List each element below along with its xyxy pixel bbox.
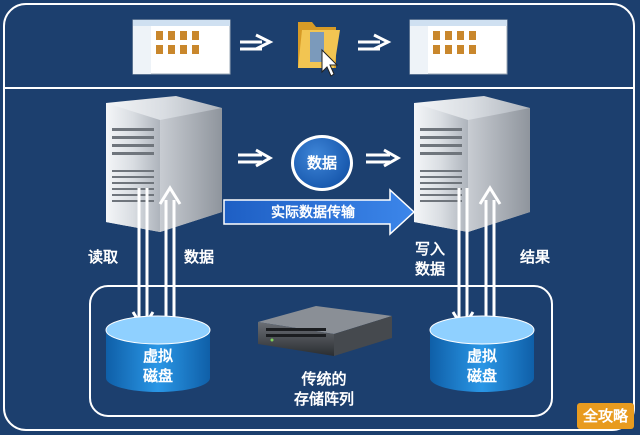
read-label: 读取 bbox=[88, 248, 119, 266]
write-label-line2: 数据 bbox=[414, 260, 445, 278]
data-bubble: 数据 bbox=[291, 135, 353, 191]
left-server-icon bbox=[106, 96, 222, 232]
left-disk-line1: 虚拟 bbox=[142, 347, 173, 365]
top-arrow-1 bbox=[240, 33, 274, 51]
transfer-arrow bbox=[223, 188, 416, 236]
left-disk-icon bbox=[105, 315, 211, 392]
storage-label-line1: 传统的 bbox=[301, 370, 347, 388]
result-label: 结果 bbox=[520, 248, 551, 266]
right-disk-line2: 磁盘 bbox=[466, 367, 497, 385]
left-data-arrow bbox=[158, 185, 182, 328]
right-server-icon bbox=[414, 96, 530, 232]
top-arrow-2 bbox=[358, 33, 392, 51]
source-window-icon bbox=[132, 19, 231, 75]
transfer-label: 实际数据传输 bbox=[271, 205, 355, 221]
data-label-left: 数据 bbox=[184, 248, 215, 266]
storage-label-line2: 存储阵列 bbox=[293, 390, 354, 408]
right-result-arrow bbox=[478, 185, 502, 328]
mid-arrow-right bbox=[366, 148, 402, 168]
watermark-badge: 全攻略 bbox=[576, 403, 634, 429]
mid-arrow-left bbox=[238, 148, 274, 168]
right-disk-line1: 虚拟 bbox=[466, 347, 497, 365]
right-disk-icon bbox=[429, 315, 535, 392]
write-label-line1: 写入 bbox=[414, 240, 445, 258]
storage-frame bbox=[89, 285, 553, 417]
storage-array-icon bbox=[258, 306, 392, 356]
left-disk-line2: 磁盘 bbox=[142, 367, 173, 385]
target-window-icon bbox=[409, 19, 508, 75]
folder-icon bbox=[298, 22, 340, 77]
outer-frame bbox=[3, 3, 635, 431]
